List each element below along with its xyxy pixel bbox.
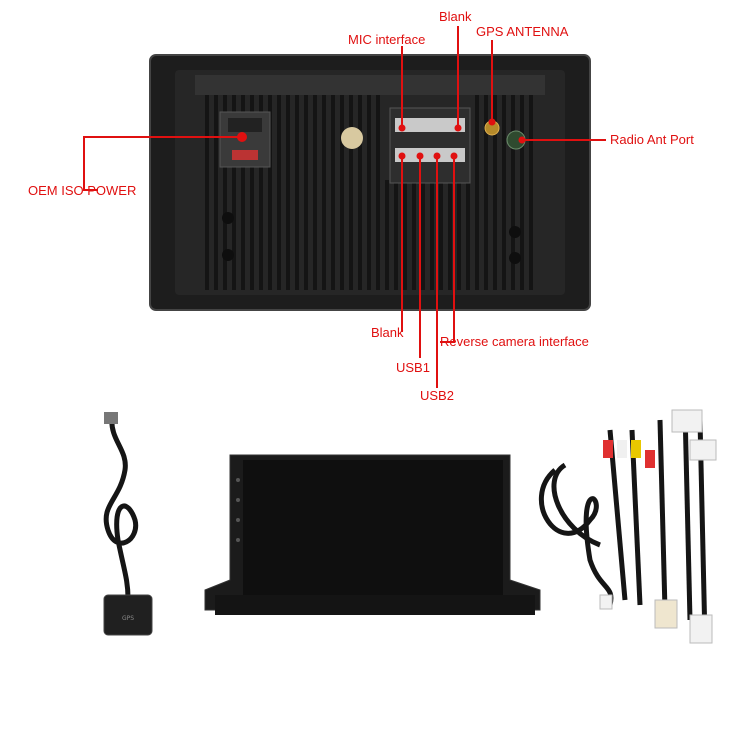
- label-gps-antenna: GPS ANTENNA: [476, 24, 569, 39]
- annotation-lines: [83, 26, 606, 388]
- label-blank-top: Blank: [439, 9, 472, 24]
- label-oem-iso-power: OEM ISO POWER: [28, 183, 137, 198]
- label-reverse-camera: Reverse camera interface: [440, 334, 589, 349]
- label-radio-ant-port: Radio Ant Port: [610, 132, 694, 147]
- head-unit-front: [204, 454, 541, 615]
- wiring-harness: [539, 409, 708, 641]
- gps-antenna-accessory: GPS: [103, 412, 153, 636]
- label-blank-bottom: Blank: [371, 325, 404, 340]
- label-usb1: USB1: [396, 360, 430, 375]
- heatsink-fins: [205, 95, 533, 290]
- label-mic-interface: MIC interface: [348, 32, 426, 47]
- annotation-dots: [237, 118, 526, 160]
- svg-text:GPS: GPS: [122, 615, 134, 622]
- label-usb2: USB2: [420, 388, 454, 403]
- connector-bottom-row: [395, 148, 465, 162]
- side-buttons: [236, 478, 240, 542]
- harness-plugs: [599, 409, 717, 644]
- connector-top-row: [395, 118, 465, 132]
- front-screen: [243, 460, 503, 610]
- round-sticker: [341, 127, 363, 149]
